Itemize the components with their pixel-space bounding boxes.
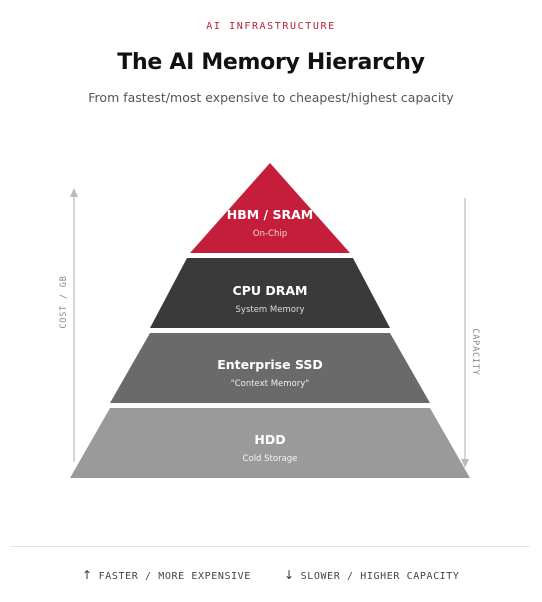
tier-shape <box>150 258 390 328</box>
footer-divider <box>10 546 530 547</box>
tier-enterprise-ssd: Enterprise SSD "Context Memory" <box>110 333 430 403</box>
tier-detail: On-Chip <box>253 229 287 239</box>
capacity-axis-arrowhead-icon <box>461 459 469 468</box>
legend-faster-label: FASTER / MORE EXPENSIVE <box>98 571 251 582</box>
tier-name: HDD <box>254 432 285 447</box>
pyramid: HBM / SRAM On-Chip CPU DRAM System Memor… <box>70 163 470 478</box>
tier-shape <box>70 408 470 478</box>
tier-hbm-sram: HBM / SRAM On-Chip <box>190 163 350 253</box>
cost-axis-label: COST / GB <box>59 275 69 328</box>
tier-detail: "Context Memory" <box>231 379 309 389</box>
tier-detail: Cold Storage <box>243 454 298 464</box>
tier-shape <box>110 333 430 403</box>
tier-name: Enterprise SSD <box>217 357 323 372</box>
arrow-down-icon: ↓ <box>284 568 295 582</box>
page-title: The AI Memory Hierarchy <box>117 50 425 75</box>
legend-slower-label: SLOWER / HIGHER CAPACITY <box>300 571 460 582</box>
eyebrow-label: AI INFRASTRUCTURE <box>206 21 336 32</box>
page-subtitle: From fastest/most expensive to cheapest/… <box>88 90 454 105</box>
capacity-axis-label: CAPACITY <box>470 328 480 375</box>
tier-hdd: HDD Cold Storage <box>70 408 470 478</box>
tier-detail: System Memory <box>236 305 305 315</box>
capacity-axis: CAPACITY <box>461 198 480 468</box>
cost-axis: COST / GB <box>59 188 78 462</box>
cost-axis-arrowhead-icon <box>70 188 78 197</box>
arrow-up-icon: ↑ <box>82 568 93 582</box>
tier-shape <box>190 163 350 253</box>
tier-cpu-dram: CPU DRAM System Memory <box>150 258 390 328</box>
tier-name: HBM / SRAM <box>227 207 313 222</box>
legend-slower: ↓ SLOWER / HIGHER CAPACITY <box>284 568 460 582</box>
legend-faster: ↑ FASTER / MORE EXPENSIVE <box>82 568 251 582</box>
tier-name: CPU DRAM <box>233 283 308 298</box>
